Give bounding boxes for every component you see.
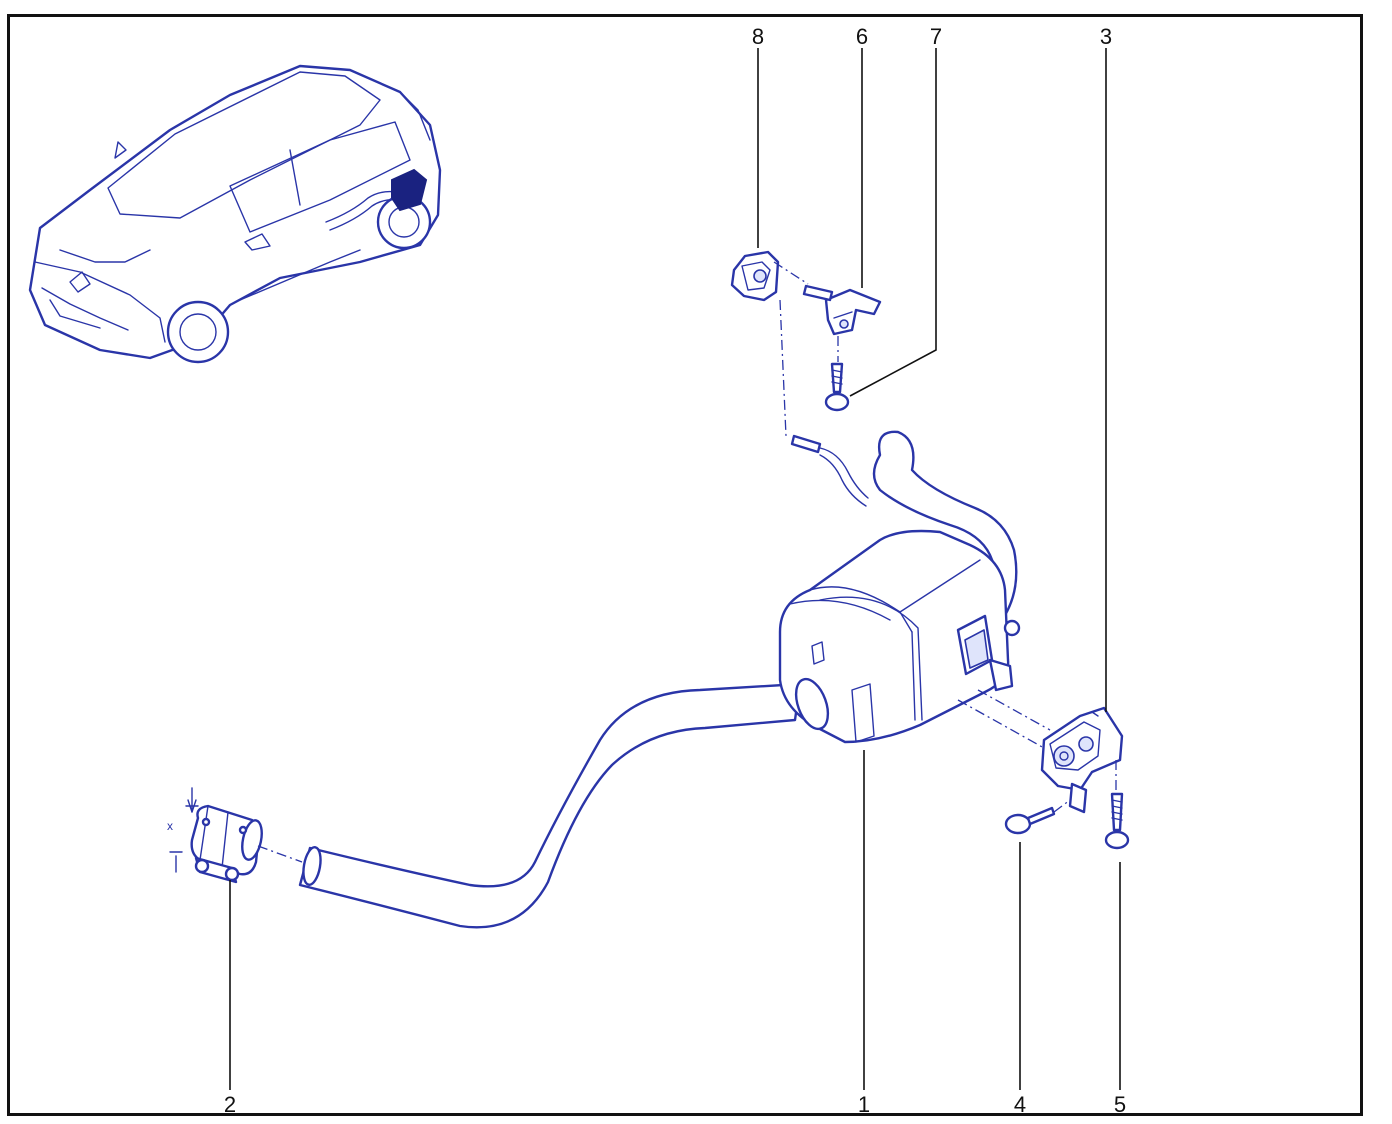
callout-6: 6 xyxy=(856,24,868,49)
right-bracket-assembly xyxy=(957,689,1130,850)
callout-4: 4 xyxy=(1014,1092,1026,1117)
upper-bracket-assembly xyxy=(730,250,882,507)
dimension-x-label: x xyxy=(167,819,173,833)
callout-8: 8 xyxy=(752,24,764,49)
callout-7: 7 xyxy=(930,24,942,49)
leader-lines xyxy=(229,48,1121,1090)
callout-5: 5 xyxy=(1114,1092,1126,1117)
car-illustration xyxy=(28,64,442,364)
exhaust-silencer xyxy=(298,430,1021,929)
clamp-centerline xyxy=(257,845,303,863)
callout-1: 1 xyxy=(858,1092,870,1117)
callout-3: 3 xyxy=(1100,24,1112,49)
exhaust-clamp: x xyxy=(167,787,263,884)
callout-2: 2 xyxy=(224,1092,236,1117)
